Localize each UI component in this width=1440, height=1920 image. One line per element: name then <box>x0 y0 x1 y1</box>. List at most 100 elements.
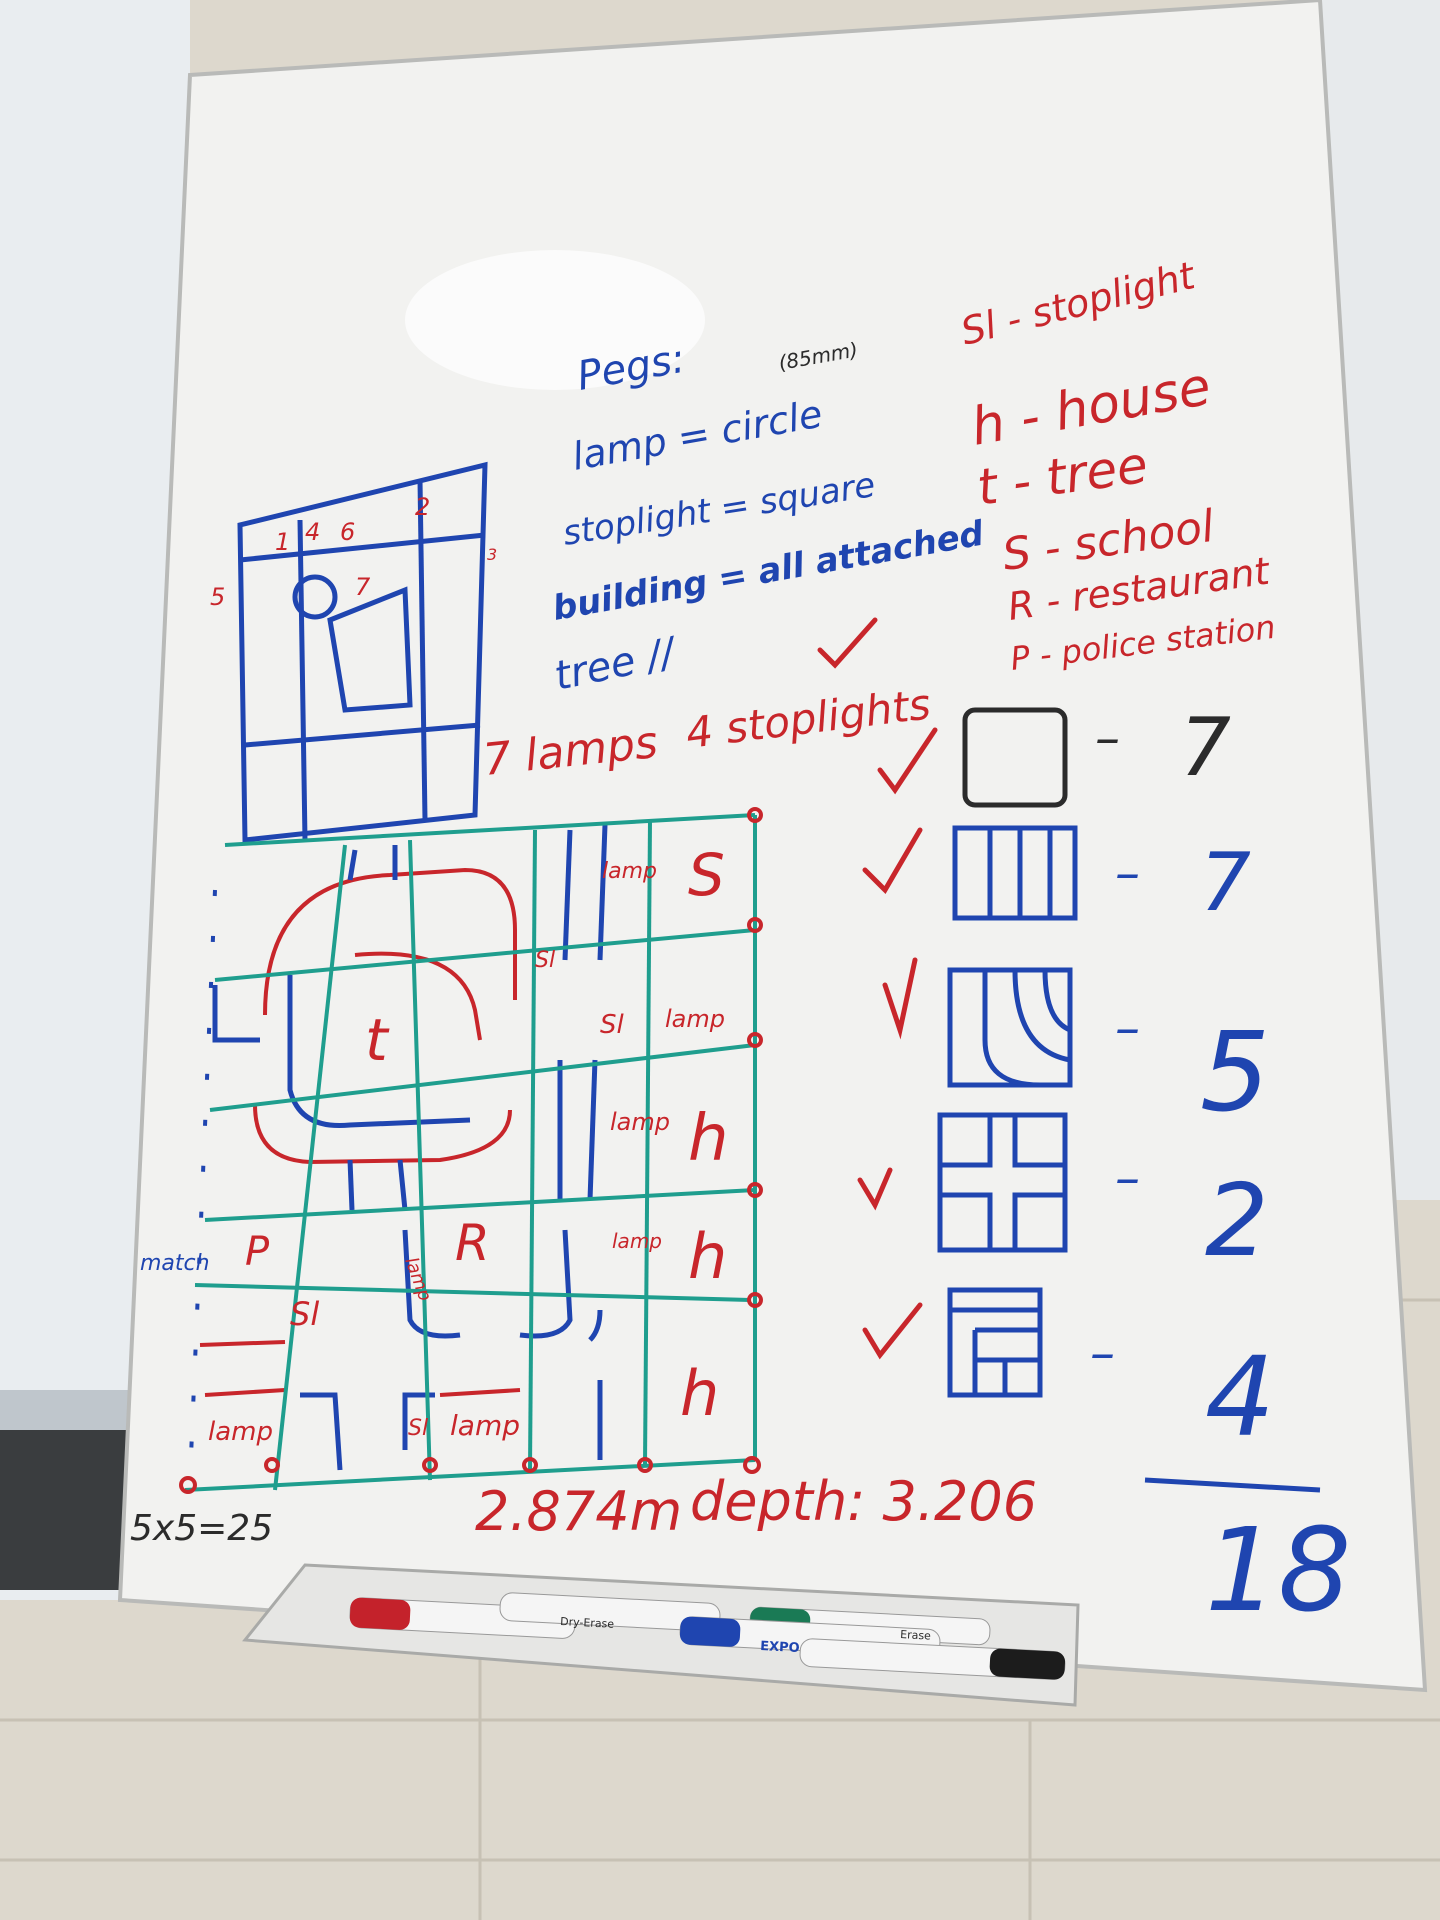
blue-road-15 <box>402 1392 435 1450</box>
cell-restaurant: R <box>455 1214 490 1272</box>
check-3 <box>862 827 923 895</box>
black-marker-cap <box>989 1648 1066 1680</box>
piece-dash-5: – <box>1090 1324 1115 1382</box>
top-plan-roundabout <box>292 574 338 620</box>
grid-v-2 <box>408 839 432 1481</box>
piece-counts: – 7 – 7 – 5 – 2 – 4 18 <box>1090 701 1351 1638</box>
piece-dash-1: – <box>1095 709 1120 767</box>
blue-road-11 <box>519 1229 573 1339</box>
grid-h-3 <box>209 1043 756 1112</box>
checkmarks <box>817 617 938 1360</box>
piece-count-3: 5 <box>1200 1008 1270 1136</box>
cell-sl-3: Sl <box>290 1295 319 1333</box>
piece-icon-empty <box>962 707 1068 808</box>
blue-road-12 <box>588 1309 603 1342</box>
check-4 <box>882 957 918 1040</box>
blue-marker-cap <box>679 1616 741 1647</box>
blue-roads <box>212 824 608 1471</box>
check-6 <box>862 1302 923 1360</box>
top-num-2: 2 <box>415 493 430 521</box>
top-num-4: 4 <box>305 518 320 546</box>
blue-road-9 <box>397 1159 408 1211</box>
piece-dash-2: – <box>1115 844 1140 902</box>
marker-label-2: Erase <box>900 1628 932 1643</box>
piece-icon-lines <box>952 825 1078 921</box>
cell-school: S <box>688 841 725 909</box>
depth-measure: depth: 3.206 <box>690 1470 1037 1533</box>
check-5 <box>857 1167 893 1211</box>
cell-lamp-3: lamp <box>610 1108 670 1136</box>
red-roads <box>199 867 521 1397</box>
cell-tree: t <box>365 1006 390 1074</box>
cell-lamp-1: lamp <box>602 859 657 884</box>
cell-sl-2: Sl <box>600 1010 625 1040</box>
total-count: 18 <box>1205 1504 1351 1638</box>
check-2 <box>877 727 938 795</box>
blue-road-8 <box>347 1159 355 1211</box>
cell-lamp-5: lamp <box>612 1229 662 1253</box>
marker-label-3: EXPO <box>760 1639 800 1656</box>
cell-lamp-6: lamp <box>208 1417 273 1447</box>
grid-v-1 <box>273 844 347 1491</box>
top-plan-outline <box>237 461 488 843</box>
top-num-3: 3 <box>487 545 497 564</box>
blue-road-7 <box>587 1059 598 1201</box>
top-num-7: 7 <box>355 573 371 601</box>
piece-dash-3: – <box>1115 999 1140 1057</box>
cell-lamp-7: lamp <box>450 1409 520 1442</box>
cell-police: P <box>245 1229 270 1275</box>
top-plan-street-3 <box>297 519 308 841</box>
red-marker-cap <box>349 1597 411 1630</box>
piece-icons <box>937 707 1078 1398</box>
piece-icon-curves <box>947 967 1073 1088</box>
red-road-loop <box>263 867 517 1016</box>
red-road-lower <box>253 1104 512 1165</box>
grid-size: 5x5=25 <box>130 1508 273 1549</box>
cell-sl-1: Sl <box>535 948 555 973</box>
top-plan-street-1 <box>239 532 486 563</box>
cell-lamp-2: lamp <box>665 1005 725 1033</box>
width-measure: 2.874m <box>475 1480 682 1543</box>
cell-house-1: h <box>688 1102 729 1176</box>
top-plan-street-2 <box>244 722 481 748</box>
cell-sl-4: Sl <box>408 1416 428 1441</box>
red-road-b <box>204 1388 286 1397</box>
top-plan-block <box>327 586 413 713</box>
top-plan-numbers: 1 4 6 2 5 7 3 <box>210 493 497 611</box>
top-num-6: 6 <box>340 518 355 546</box>
cell-house-3: h <box>680 1357 719 1430</box>
grid-h-2 <box>214 928 756 982</box>
blue-road-3 <box>562 829 573 961</box>
grid-v-3 <box>528 829 537 1471</box>
grid-h-5 <box>194 1283 751 1302</box>
grid-dots <box>179 807 763 1494</box>
grid-h-6 <box>184 1458 756 1492</box>
piece-count-1: 7 <box>1180 701 1231 794</box>
grid-v-4 <box>643 819 652 1466</box>
blue-road-4 <box>597 824 608 961</box>
piece-icon-t <box>947 1287 1043 1398</box>
whiteboard <box>117 0 1428 1693</box>
top-plan <box>237 461 488 843</box>
top-num-5: 5 <box>210 583 225 611</box>
marker-label-1: Dry-Erase <box>560 1615 615 1631</box>
cell-house-2: h <box>688 1220 727 1293</box>
red-road-c <box>439 1388 521 1397</box>
blue-road-14 <box>300 1392 343 1471</box>
piece-count-4: 2 <box>1205 1162 1269 1279</box>
piece-dash-4: – <box>1115 1149 1140 1207</box>
red-road-inner <box>354 951 482 1041</box>
blue-road-5 <box>212 985 260 1043</box>
piece-count-5: 4 <box>1205 1333 1275 1461</box>
match-label: match <box>140 1251 210 1276</box>
glare <box>405 250 705 390</box>
top-plan-street-4 <box>417 479 428 821</box>
red-road-a <box>199 1340 286 1347</box>
teal-grid <box>184 813 757 1492</box>
blue-road-1 <box>347 849 358 881</box>
markers: Dry-Erase Erase EXPO <box>349 1592 1066 1680</box>
check-1 <box>817 617 878 669</box>
top-num-1: 1 <box>275 528 290 556</box>
grid-h-1 <box>224 813 756 847</box>
